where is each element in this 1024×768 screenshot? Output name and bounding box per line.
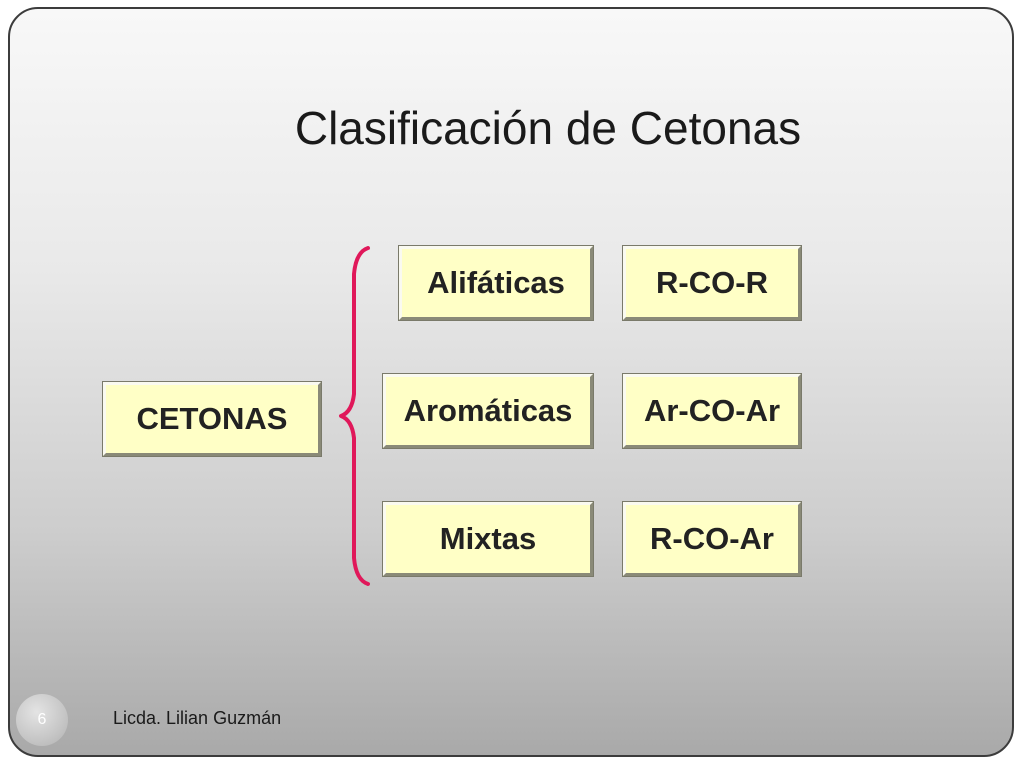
formula-box-r-co-r: R-CO-R	[622, 245, 802, 321]
left-brace	[339, 246, 370, 586]
formula-box-r-co-ar: R-CO-Ar	[622, 501, 802, 577]
category-box-mixtas: Mixtas	[382, 501, 594, 577]
formula-box-ar-co-ar: Ar-CO-Ar	[622, 373, 802, 449]
category-box-aromaticas: Aromáticas	[382, 373, 594, 449]
category-box-alifaticas: Alifáticas	[398, 245, 594, 321]
root-box-cetonas: CETONAS	[102, 381, 322, 457]
footer-author: Licda. Lilian Guzmán	[113, 708, 282, 728]
slide-title: Clasificación de Cetonas	[294, 102, 802, 154]
slide-number-badge: 6	[16, 694, 68, 746]
